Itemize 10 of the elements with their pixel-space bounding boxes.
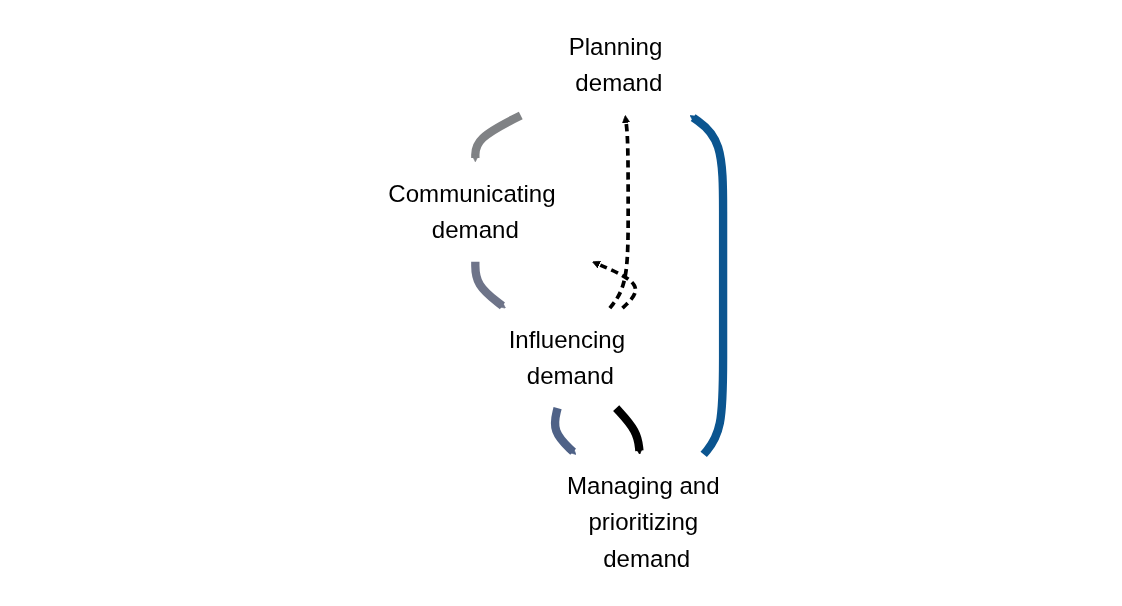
arrow: [689, 114, 728, 458]
arrow: [471, 111, 523, 163]
arrow: [471, 261, 506, 310]
node-text: Planning demand: [568, 33, 663, 97]
arrow: [608, 115, 631, 310]
arrow: [613, 405, 644, 455]
node-text: Influencing demand: [508, 325, 626, 390]
arrow: [592, 260, 638, 310]
node-text: Managing and prioritizing demand: [567, 472, 720, 573]
node-text: Communicating demand: [388, 179, 556, 244]
